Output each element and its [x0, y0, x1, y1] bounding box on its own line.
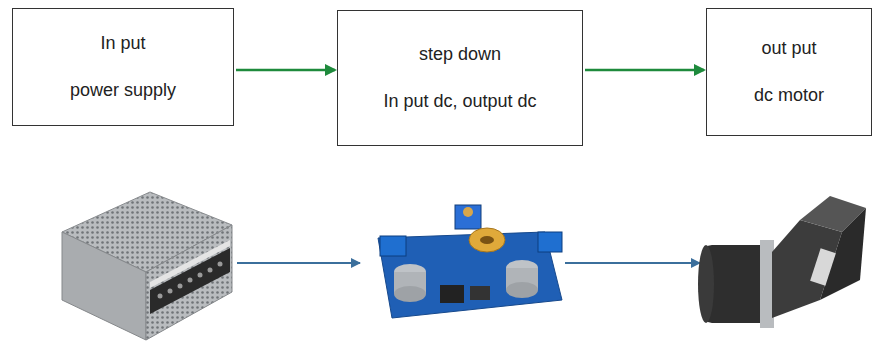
- box-text: dc motor: [754, 85, 824, 106]
- flow-arrow: [236, 69, 335, 72]
- process-box: step down In put dc, output dc: [337, 10, 583, 146]
- step-down-board-picture: [378, 205, 562, 318]
- dc-motor-picture: [698, 196, 866, 328]
- flow-arrow: [237, 262, 360, 264]
- process-box: In put power supply: [12, 8, 234, 126]
- process-box: out put dc motor: [706, 8, 872, 136]
- box-text: step down: [419, 44, 501, 65]
- box-text: power supply: [70, 80, 176, 101]
- power-supply-picture: [62, 192, 232, 340]
- box-text: In put dc, output dc: [383, 91, 536, 112]
- flow-arrow: [585, 69, 704, 72]
- box-text: out put: [761, 38, 816, 59]
- flow-arrow: [565, 262, 700, 264]
- box-text: In put: [100, 33, 145, 54]
